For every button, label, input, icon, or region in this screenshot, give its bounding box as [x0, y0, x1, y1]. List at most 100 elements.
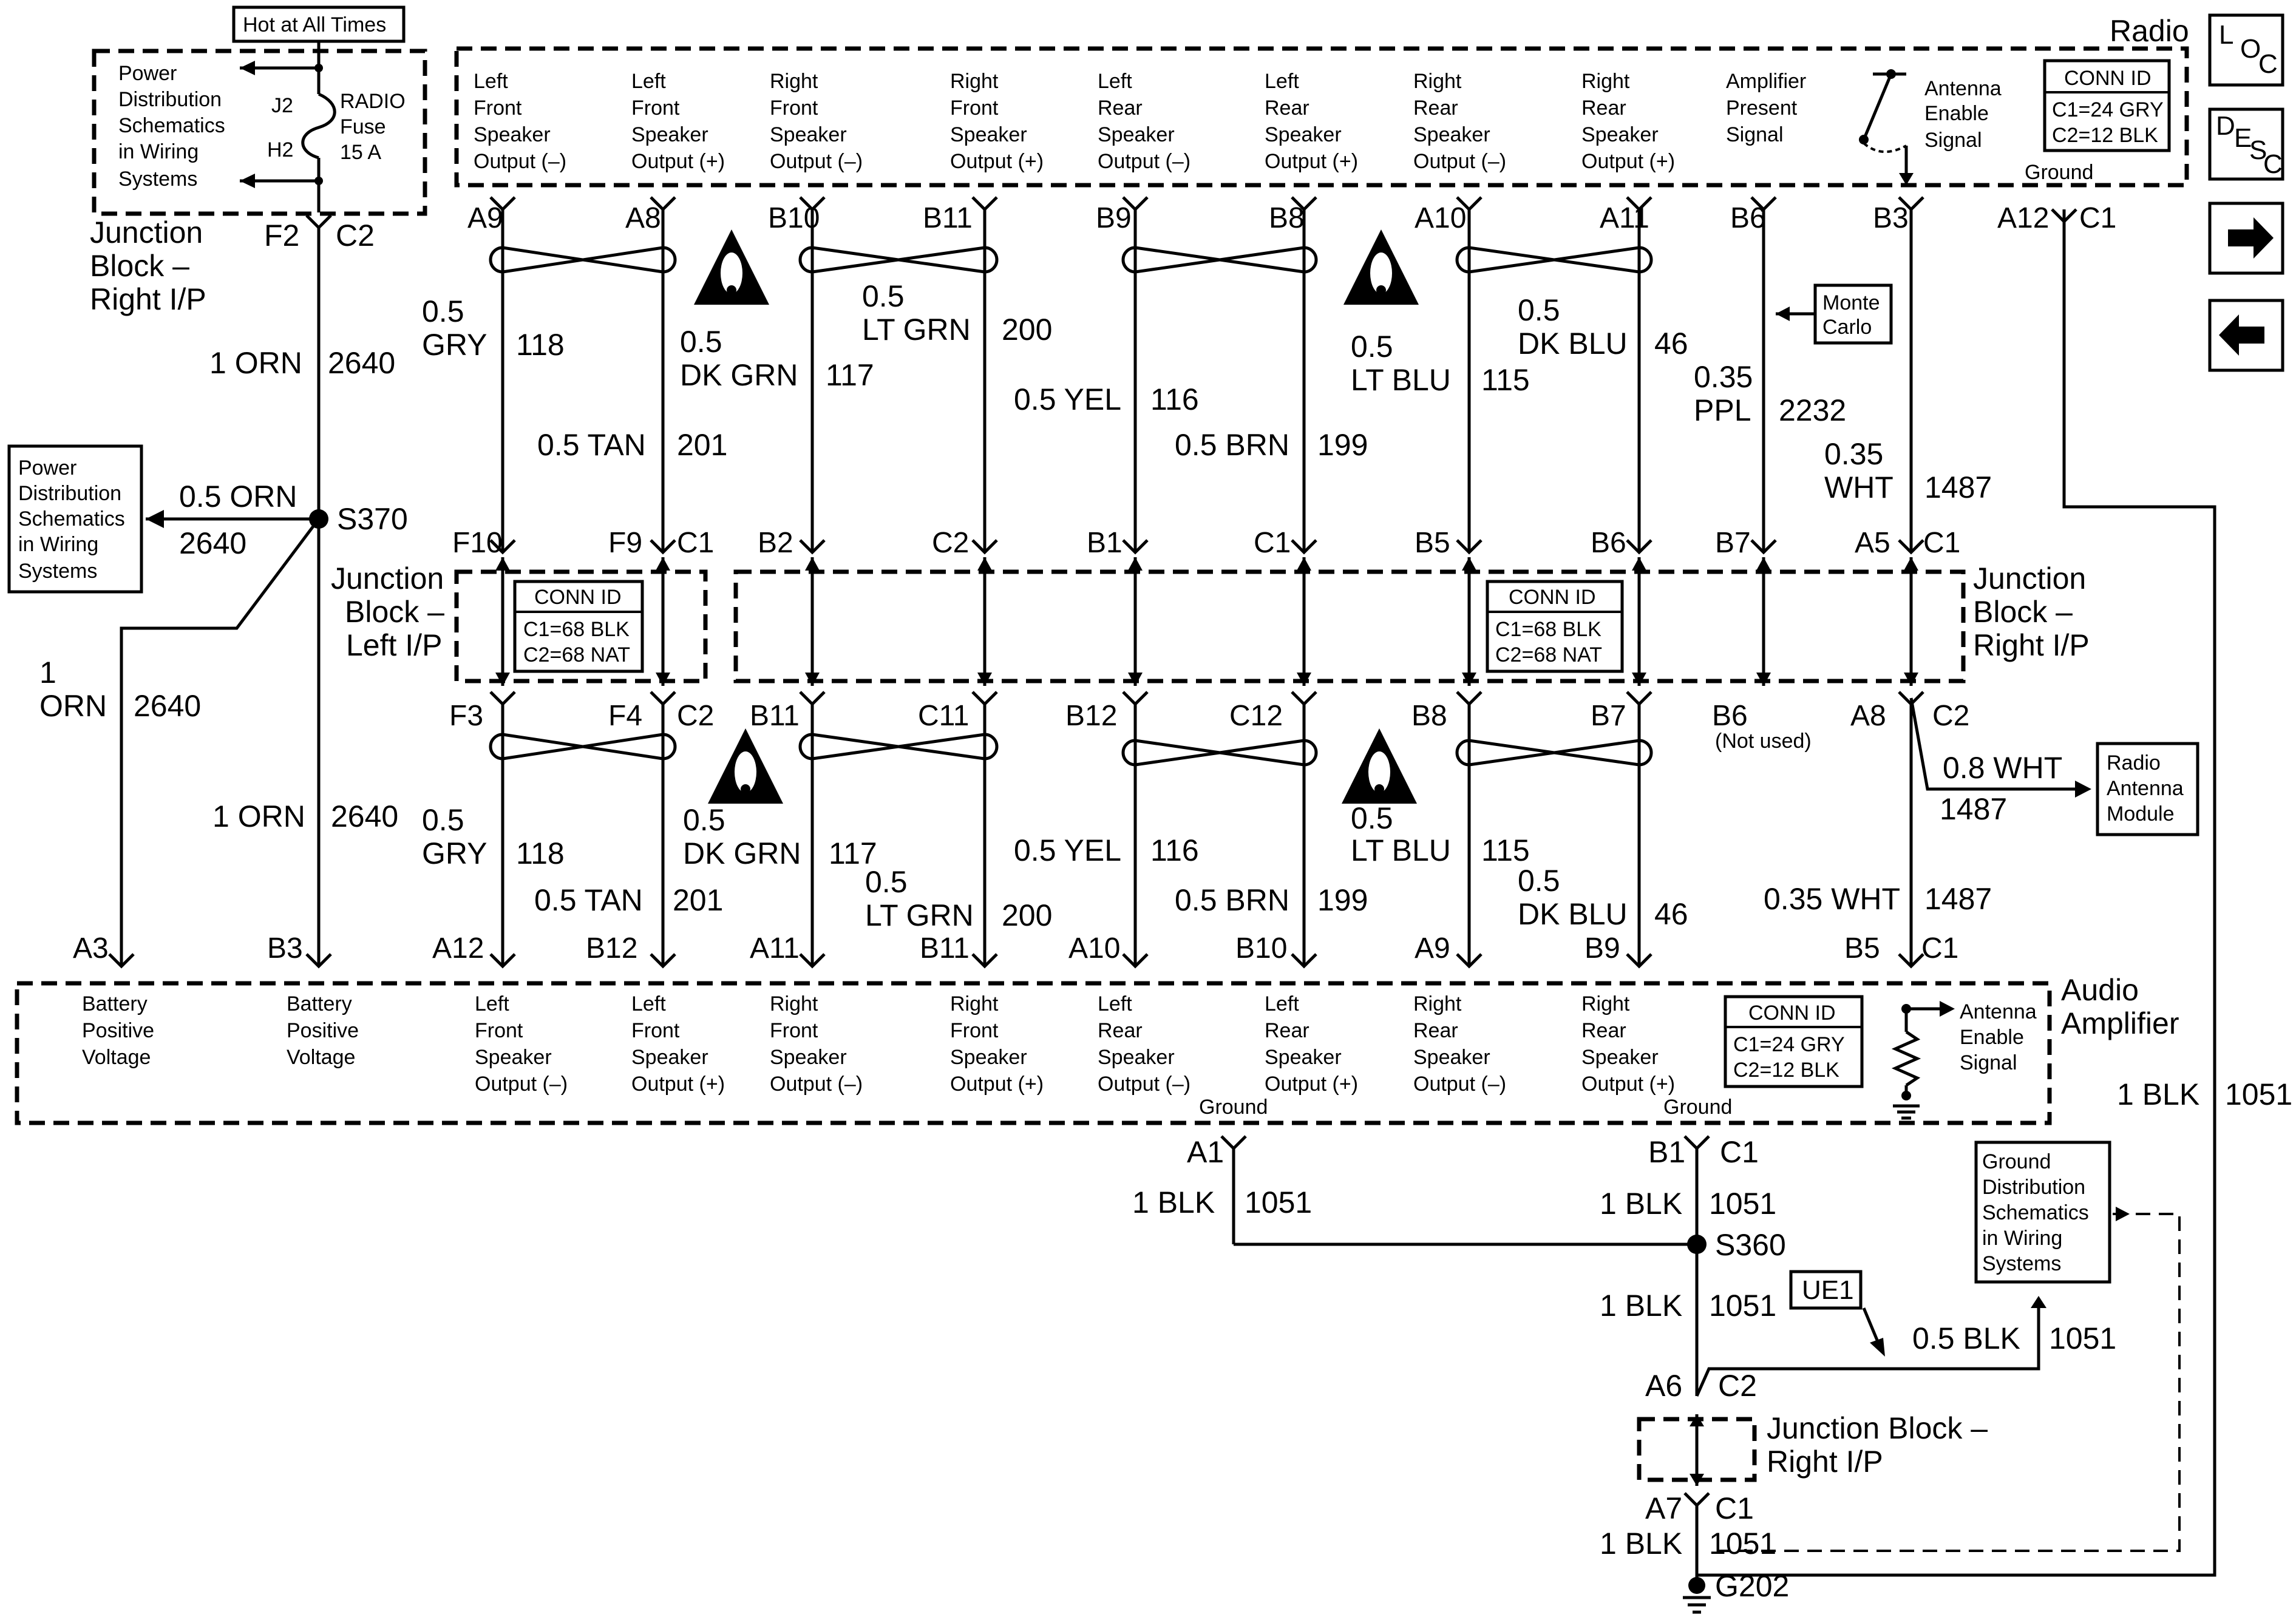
svg-text:0.5: 0.5	[422, 803, 464, 837]
svg-text:Monte: Monte	[1822, 291, 1880, 314]
svg-text:E: E	[2234, 123, 2252, 153]
svg-text:1: 1	[39, 656, 56, 690]
amp-label-8: Output (–)	[1413, 1073, 1506, 1096]
connector-mark	[1626, 539, 1652, 555]
svg-text:116: 116	[1150, 833, 1199, 867]
twist-marker	[1135, 246, 1305, 274]
svg-text:1 ORN: 1 ORN	[212, 799, 305, 833]
svg-text:0.5: 0.5	[680, 325, 722, 359]
radio-label-4: Left	[1098, 70, 1132, 93]
connector-mark	[1898, 953, 1924, 969]
svg-text:Junction: Junction	[331, 561, 444, 595]
radio-label-3: Output (+)	[950, 150, 1044, 173]
amp-label-0: Battery	[82, 992, 148, 1015]
svg-text:DK GRN: DK GRN	[680, 358, 798, 392]
svg-text:0.5: 0.5	[1351, 801, 1393, 835]
amp-label-1: Battery	[287, 992, 352, 1015]
svg-text:0.35: 0.35	[1694, 360, 1753, 394]
amp-label-2: Output (–)	[475, 1073, 568, 1096]
upper-wire-bundle	[489, 196, 1924, 686]
twist-end	[1455, 739, 1653, 767]
amp-pin-label: B3	[267, 932, 303, 964]
radio-label-8: Present	[1726, 97, 1798, 120]
connector-mark	[1898, 539, 1924, 555]
amp-pin-label: A9	[1415, 932, 1450, 964]
arrow-right-icon[interactable]	[2208, 202, 2284, 275]
svg-text:Junction: Junction	[1973, 561, 2086, 595]
radio-label-3: Speaker	[950, 123, 1027, 146]
radio-label-1: Left	[631, 70, 666, 93]
lower-wire-labels: 0.5 GRY 118 0.5 TAN 201 0.5 DK GRN 117 0…	[422, 801, 1992, 932]
connector-mark	[108, 953, 135, 969]
svg-text:118: 118	[516, 836, 565, 870]
radio-label-2: Speaker	[770, 123, 847, 146]
connector-mark	[1291, 691, 1317, 707]
radio-label-0: Speaker	[474, 123, 551, 146]
svg-text:S: S	[2249, 135, 2267, 165]
jb-lower-pin-label: A8	[1850, 700, 1886, 732]
svg-text:118: 118	[516, 328, 565, 362]
connector-mark	[799, 539, 826, 555]
twist-marker	[502, 246, 664, 274]
svg-text:200: 200	[1002, 898, 1052, 932]
svg-text:0.5 YEL: 0.5 YEL	[1014, 382, 1121, 416]
svg-text:DK GRN: DK GRN	[683, 836, 801, 870]
twist-marker	[1135, 739, 1305, 767]
radio-label-6: Rear	[1413, 97, 1458, 120]
connector-mark	[799, 953, 826, 969]
amp-pin-label: B11	[920, 932, 970, 964]
amp-label-8: Rear	[1413, 1019, 1458, 1042]
junction-block-right-ip-label: Junction	[90, 215, 203, 249]
upper-wire-labels: 0.5 GRY 118 0.5 TAN 201 0.5 DK GRN 117 0…	[422, 279, 1992, 504]
audio-amplifier: Audio Amplifier BatteryPositiveVoltageBa…	[15, 973, 2179, 1125]
svg-text:201: 201	[673, 883, 723, 917]
radio-label-6: Output (–)	[1413, 150, 1506, 173]
svg-text:0.5 BLK: 0.5 BLK	[1912, 1321, 2020, 1355]
svg-text:CONN ID: CONN ID	[534, 586, 622, 609]
amp-label-9: Output (+)	[1581, 1073, 1675, 1096]
jb-upper-pin-label: B1	[1087, 527, 1123, 559]
svg-text:0.5 BRN: 0.5 BRN	[1175, 428, 1289, 462]
arrow-left-icon[interactable]	[2208, 299, 2284, 372]
svg-text:Enable: Enable	[1924, 102, 1989, 125]
svg-text:116: 116	[1150, 382, 1199, 416]
svg-text:GRY: GRY	[422, 328, 487, 362]
svg-text:1051: 1051	[2225, 1077, 2292, 1111]
radio-antenna-module: 0.8 WHT 1487 Radio Antenna Module	[1909, 697, 2199, 836]
amp-label-6: Rear	[1098, 1019, 1143, 1042]
loc-button[interactable]: L O C	[2208, 13, 2284, 87]
svg-text:0.5: 0.5	[1518, 864, 1560, 898]
svg-text:A6: A6	[1645, 1369, 1682, 1403]
connector-mark	[1750, 539, 1777, 555]
amp-label-6: Left	[1098, 992, 1132, 1015]
svg-text:46: 46	[1654, 897, 1688, 931]
svg-text:201: 201	[677, 428, 727, 462]
amp-label-8: Right	[1413, 992, 1462, 1015]
radio-label-3: Right	[950, 70, 999, 93]
twist-marker	[502, 733, 664, 761]
amp-label-4: Right	[770, 992, 818, 1015]
amp-label-7: Rear	[1265, 1019, 1309, 1042]
twist-marker	[1469, 246, 1640, 274]
svg-text:S370: S370	[337, 502, 408, 536]
desc-button[interactable]: D E S C	[2208, 107, 2284, 181]
svg-text:A1: A1	[1187, 1135, 1224, 1169]
wire-2640-branch	[120, 518, 320, 965]
svg-text:Enable: Enable	[1960, 1026, 2024, 1049]
amp-label-0: Voltage	[82, 1046, 151, 1069]
not-used-label: (Not used)	[1715, 730, 1812, 753]
amp-label-7: Output (+)	[1265, 1073, 1358, 1096]
svg-text:LT GRN: LT GRN	[865, 898, 974, 932]
svg-text:C2: C2	[336, 219, 375, 253]
svg-text:Right I/P: Right I/P	[90, 282, 206, 316]
svg-text:Right I/P: Right I/P	[1973, 628, 2090, 662]
connector-mark	[1456, 953, 1483, 969]
amp-conn-id	[1724, 995, 1864, 1088]
jb-lower-pin-label: B6	[1712, 700, 1748, 732]
svg-text:GRY: GRY	[422, 836, 487, 870]
svg-text:2640: 2640	[331, 799, 398, 833]
hot-at-all-times-label: Hot at All Times	[243, 13, 386, 36]
twist-end	[489, 733, 677, 761]
connector-mark	[971, 539, 998, 555]
svg-text:Schematics: Schematics	[118, 114, 225, 137]
